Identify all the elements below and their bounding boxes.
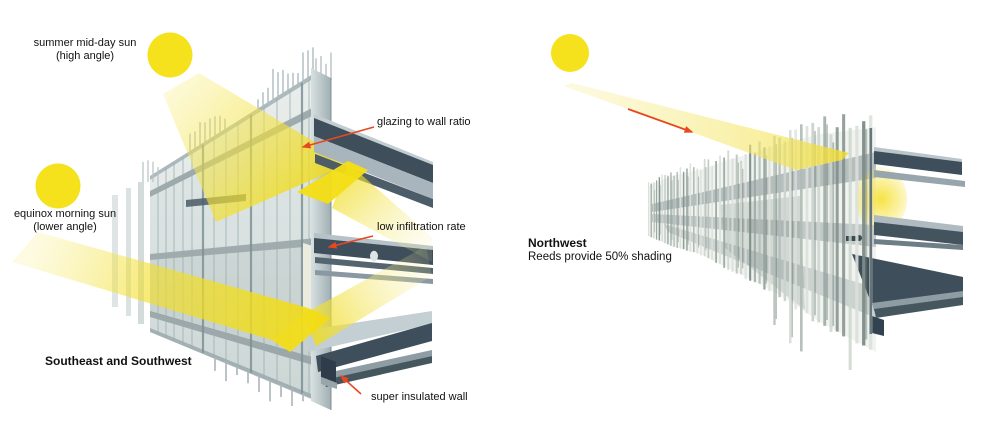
sun-direction-arrow [627,108,694,133]
summer-sun-label-line2: (high angle) [55,50,115,62]
equinox-sun-beam [12,232,308,340]
light-glow [855,167,907,231]
shelf-bottom [308,311,432,387]
nw-shelf-middle [874,215,963,250]
northwest-sun-icon [551,34,589,72]
summer-sun-label: summer mid-day sun (high angle) [22,37,148,63]
summer-sun-beam [163,73,350,222]
equinox-sun-label-line2: (lower angle) [33,221,97,233]
callout-arrows [301,126,375,395]
glazing-callout-label: glazing to wall ratio [377,116,471,128]
equinox-sun-label-line1: equinox morning sun [13,208,117,220]
sun-chevron-upper [297,161,368,204]
northwest-title-block: Northwest Reeds provide 50% shading [528,236,672,264]
infiltration-callout-label: low infiltration rate [377,221,466,233]
insulated-callout-label: super insulated wall [371,391,468,403]
nw-shelf-bottom [852,254,963,336]
southeast-facade-illustration [12,47,433,410]
northwest-facade-illustration [564,83,965,370]
summer-sun-icon [147,32,193,78]
southeast-title: Southeast and Southwest [45,354,192,368]
insulated-arrow [339,374,362,395]
infiltration-arrow [327,235,374,249]
summer-sun-label-line1: summer mid-day sun [33,37,137,49]
sun-chevron-lower [272,308,330,352]
equinox-sun-icon [35,163,81,209]
equinox-sun-label: equinox morning sun (lower angle) [2,208,128,234]
glazing-arrow [301,126,375,149]
insulated-wall-block [321,356,337,389]
northwest-sun-beam [564,83,849,170]
northwest-subtitle: Reeds provide 50% shading [528,251,672,263]
nw-shelf-top [874,147,965,187]
northwest-title: Northwest [528,236,587,250]
